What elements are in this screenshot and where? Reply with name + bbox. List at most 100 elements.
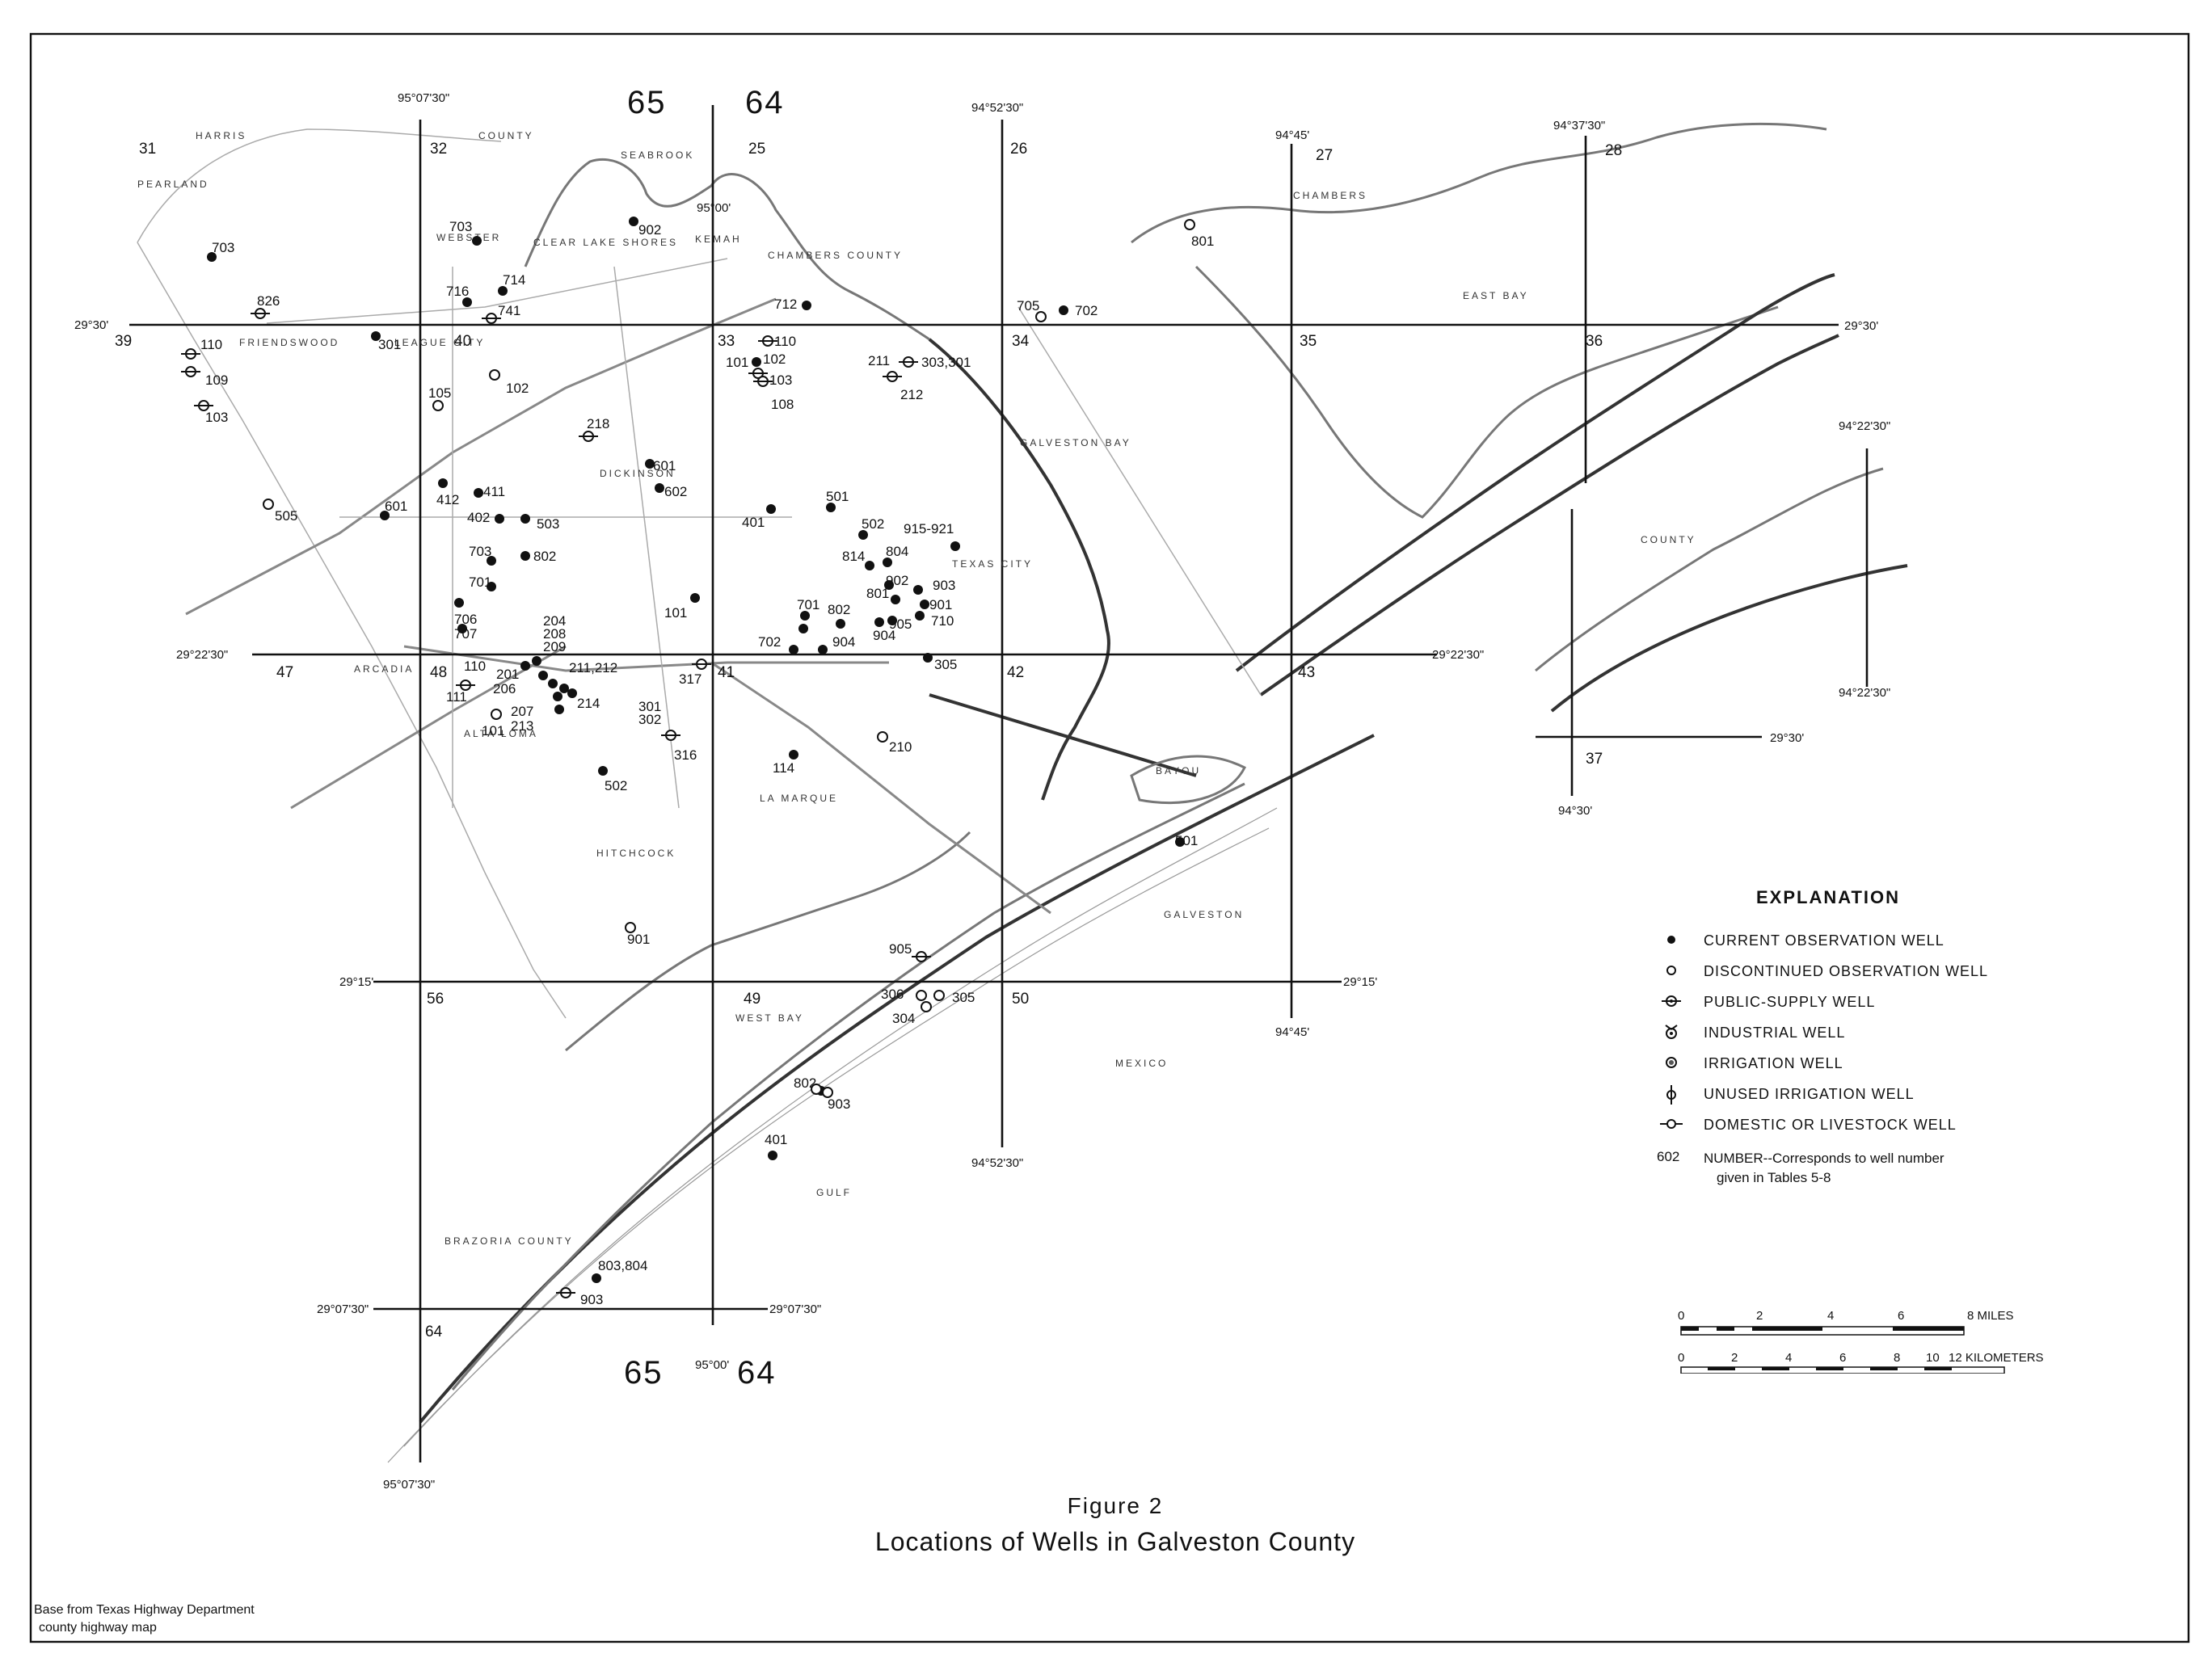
current-observation-well[interactable] — [752, 357, 761, 367]
current-observation-well[interactable] — [532, 656, 541, 666]
coast-bolivar-gulf-side — [1259, 334, 1839, 696]
well-number: 306 — [881, 987, 904, 1002]
lat-label-29-30-right: 29°30' — [1844, 319, 1878, 333]
grid-num: 27 — [1316, 147, 1333, 164]
current-observation-well[interactable] — [371, 331, 381, 341]
discontinued-observation-well[interactable] — [822, 1087, 833, 1098]
well-number: 209 — [543, 639, 566, 654]
current-observation-well[interactable] — [487, 582, 496, 591]
current-observation-well[interactable] — [592, 1273, 601, 1283]
current-observation-well[interactable] — [554, 705, 564, 714]
current-observation-well[interactable] — [645, 459, 655, 469]
discontinued-observation-well[interactable] — [1184, 219, 1195, 230]
well-number: 707 — [454, 626, 477, 642]
current-observation-well[interactable] — [495, 514, 504, 524]
current-observation-well[interactable] — [520, 661, 530, 671]
coast-chambers-north — [1131, 122, 1827, 244]
well-number: 301 — [378, 337, 401, 352]
irrigation-icon — [1666, 1057, 1677, 1068]
grid-num: 48 — [430, 664, 447, 681]
discontinued-observation-well[interactable] — [921, 1001, 932, 1012]
coast-east-bay — [1194, 265, 1779, 519]
current-observation-well[interactable] — [380, 511, 390, 520]
discontinued-observation-well[interactable] — [625, 922, 636, 933]
current-observation-well[interactable] — [915, 611, 925, 621]
current-observation-well[interactable] — [538, 671, 548, 680]
current-observation-well[interactable] — [802, 301, 811, 310]
current-observation-well[interactable] — [690, 593, 700, 603]
current-observation-well[interactable] — [487, 556, 496, 566]
current-observation-well[interactable] — [474, 488, 483, 498]
legend-title: EXPLANATION — [1756, 887, 1901, 907]
current-observation-well[interactable] — [462, 297, 472, 307]
road-north — [266, 258, 728, 324]
lon-label-94-37-30-top: 94°37'30" — [1553, 119, 1605, 133]
current-observation-well[interactable] — [789, 750, 798, 760]
place-label: BAYOU — [1156, 765, 1201, 776]
place-label: FRIENDSWOOD — [239, 337, 339, 348]
legend-item-current-observation: CURRENT OBSERVATION WELL — [1657, 931, 2109, 952]
grid-num: 40 — [454, 333, 471, 350]
current-observation-well[interactable] — [768, 1151, 777, 1160]
current-observation-well[interactable] — [498, 286, 508, 296]
well-number: 402 — [467, 510, 490, 525]
coast-bolivar-bay-side — [1235, 273, 1835, 672]
discontinued-observation-well[interactable] — [432, 400, 444, 411]
place-label: MEXICO — [1115, 1058, 1168, 1069]
current-observation-well[interactable] — [598, 766, 608, 776]
shore-hatch-2 — [387, 827, 1270, 1463]
current-observation-well[interactable] — [567, 688, 577, 698]
current-observation-well[interactable] — [472, 236, 482, 246]
discontinued-observation-well[interactable] — [811, 1084, 822, 1095]
current-observation-well[interactable] — [800, 611, 810, 621]
discontinued-observation-well[interactable] — [916, 990, 927, 1001]
current-observation-well[interactable] — [629, 217, 638, 226]
current-observation-well[interactable] — [438, 478, 448, 488]
current-observation-well[interactable] — [207, 252, 217, 262]
discontinued-observation-well[interactable] — [933, 990, 945, 1001]
discontinued-observation-well[interactable] — [1035, 311, 1047, 322]
well-number: 915-921 — [904, 521, 954, 537]
current-observation-well[interactable] — [454, 598, 464, 608]
well-number: 218 — [587, 416, 609, 431]
current-observation-well[interactable] — [548, 679, 558, 688]
current-observation-well[interactable] — [457, 624, 467, 633]
current-observation-well[interactable] — [766, 504, 776, 514]
discontinued-observation-well[interactable] — [491, 709, 502, 720]
grid-num: 50 — [1012, 991, 1029, 1008]
current-observation-well[interactable] — [950, 541, 960, 551]
current-observation-well[interactable] — [1175, 837, 1185, 847]
discontinued-observation-well[interactable] — [877, 731, 888, 743]
current-observation-well[interactable] — [913, 585, 923, 595]
current-observation-well[interactable] — [818, 645, 828, 654]
current-observation-well[interactable] — [884, 580, 894, 590]
discontinued-observation-well[interactable] — [489, 369, 500, 381]
current-observation-well[interactable] — [553, 692, 562, 701]
current-observation-well[interactable] — [858, 530, 868, 540]
current-observation-well[interactable] — [520, 551, 530, 561]
place-label: DICKINSON — [600, 468, 676, 479]
current-observation-well[interactable] — [826, 503, 836, 512]
current-observation-well[interactable] — [1059, 305, 1068, 315]
current-observation-well[interactable] — [874, 617, 884, 627]
current-observation-well[interactable] — [655, 483, 664, 493]
lon-label-95-00-bottom: 95°00' — [695, 1358, 729, 1372]
lon-label-95-07-30-top: 95°07'30" — [398, 91, 449, 105]
current-observation-well[interactable] — [836, 619, 845, 629]
current-observation-well[interactable] — [798, 624, 808, 633]
current-observation-well[interactable] — [923, 653, 933, 663]
highway-texas-city — [403, 645, 889, 672]
scale-km-tick: 8 — [1894, 1351, 1901, 1365]
current-observation-well[interactable] — [520, 514, 530, 524]
discontinued-observation-well[interactable] — [263, 499, 274, 510]
current-observation-well[interactable] — [887, 616, 897, 625]
current-observation-well[interactable] — [883, 558, 892, 567]
grid-num: 32 — [430, 141, 447, 158]
current-observation-well[interactable] — [920, 600, 929, 609]
current-observation-well[interactable] — [891, 595, 900, 604]
current-observation-well[interactable] — [559, 684, 569, 693]
well-number: 505 — [275, 508, 297, 524]
current-observation-well[interactable] — [865, 561, 874, 570]
grid-num: 56 — [427, 991, 444, 1008]
current-observation-well[interactable] — [789, 645, 798, 654]
